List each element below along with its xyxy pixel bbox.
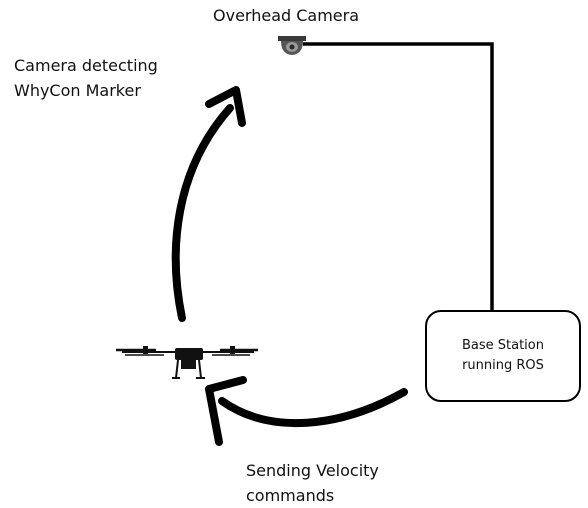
dome-camera-icon <box>278 36 306 55</box>
detection-arrow <box>171 86 246 322</box>
detection-label: Camera detecting WhyCon Marker <box>14 53 158 103</box>
detection-label-line1: Camera detecting <box>14 56 158 75</box>
velocity-arrow <box>205 376 408 446</box>
detection-label-line2: WhyCon Marker <box>14 81 141 100</box>
velocity-label-line2: commands <box>246 486 335 505</box>
camera-to-base-connector <box>303 42 494 312</box>
base-station-box: Base Station running ROS <box>425 310 581 402</box>
camera-title: Overhead Camera <box>213 6 360 25</box>
velocity-label-line1: Sending Velocity <box>246 461 379 480</box>
quadcopter-drone-icon <box>116 346 258 379</box>
velocity-label: Sending Velocity commands <box>246 458 379 508</box>
base-station-line2: running ROS <box>462 358 544 373</box>
base-station-line1: Base Station <box>461 338 544 353</box>
